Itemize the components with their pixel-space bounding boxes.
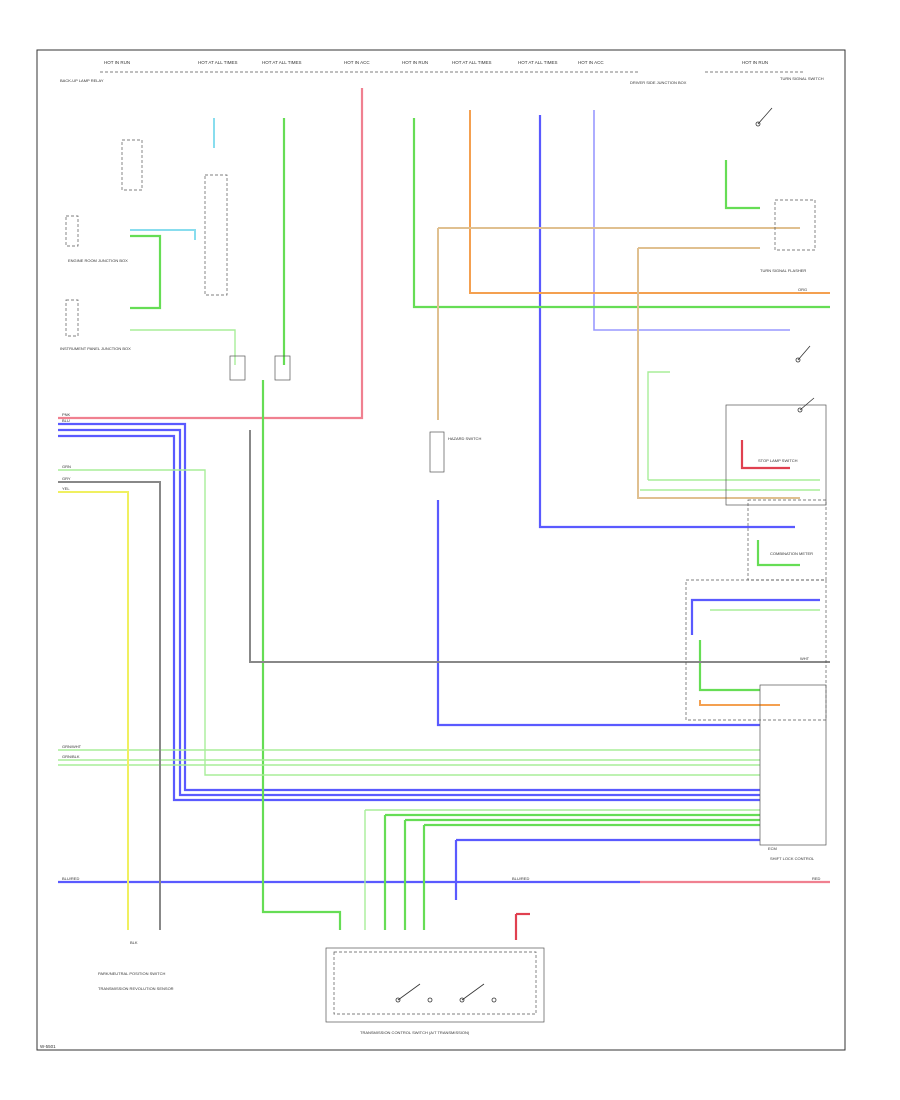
wire-label-grn-wht: GRN/WHT xyxy=(62,744,82,749)
wire-tan-2 xyxy=(637,248,800,499)
wire-label-gray: GRY xyxy=(62,476,71,481)
turn-signal-flasher-box xyxy=(774,199,816,251)
wire-green-group xyxy=(130,118,830,930)
label-driver-side-jb: DRIVER SIDE JUNCTION BOX xyxy=(630,80,687,85)
wire-label-blue-1: BLU xyxy=(62,418,70,423)
transmission-switch-inner xyxy=(333,951,537,1015)
wire-lg-5 xyxy=(130,329,236,365)
wire-lavender xyxy=(593,110,790,331)
connector-bottom-left xyxy=(229,355,246,381)
backup-lamp-relay-box xyxy=(121,139,143,191)
label-turn-signal-switch: TURN SIGNAL SWITCH xyxy=(780,76,824,81)
wire-label-blu-red: BLU/RED xyxy=(62,876,79,881)
label-transmission-ctrl: TRANSMISSION CONTROL SWITCH (A/T TRANSMI… xyxy=(360,1030,470,1035)
top-label-4: HOT IN RUN xyxy=(402,60,428,65)
wire-green-5 xyxy=(724,160,760,210)
wire-orange-2 xyxy=(699,700,780,706)
wire-label-green: GRN xyxy=(62,464,71,469)
label-transmission-unit: TRANSMISSION REVOLUTION SENSOR xyxy=(98,986,174,991)
wire-green-7 xyxy=(698,640,760,692)
wire-red-small xyxy=(740,440,790,470)
wire-label-org: ORG xyxy=(798,287,807,292)
top-labels: HOT IN RUN HOT AT ALL TIMES HOT AT ALL T… xyxy=(104,60,768,65)
wire-lightgreen-group xyxy=(58,329,820,930)
wire-blue-1 xyxy=(58,422,760,792)
wire-label-blk: BLK xyxy=(130,940,138,945)
label-shift-lock: SHIFT LOCK CONTROL xyxy=(770,856,815,861)
ecm-box-left xyxy=(65,215,79,247)
label-backup-lamp-relay: BACK-UP LAMP RELAY xyxy=(60,78,104,83)
wire-yellow-group xyxy=(58,118,830,930)
wire-blue-3 xyxy=(58,434,760,802)
top-label-7: HOT IN ACC xyxy=(578,60,604,65)
wire-green-2 xyxy=(412,118,830,309)
wire-label-red: RED xyxy=(812,876,821,881)
connector-bottom-right xyxy=(274,355,291,381)
stop-lamp-switch-box xyxy=(725,404,827,506)
label-hazard-switch: HAZARD SWITCH xyxy=(448,436,481,441)
wire-green-3 xyxy=(261,380,342,930)
wire-blue-group xyxy=(58,115,820,900)
top-label-8: HOT IN RUN xyxy=(742,60,768,65)
wire-label-wht: WHT xyxy=(800,656,810,661)
ib-box-left xyxy=(65,299,79,337)
wire-lg-1 xyxy=(58,469,760,776)
label-ecm: ECM xyxy=(768,846,777,851)
page-code: W-5501 xyxy=(40,1044,56,1049)
wire-label-pink: PNK xyxy=(62,412,71,417)
wire-color-labels: PNK BLU GRN GRY YEL GRN/WHT GRN/BLK BLU/… xyxy=(62,287,821,945)
wire-yellow xyxy=(58,491,129,930)
wire-blue-mid xyxy=(436,500,760,727)
wire-lg-6 xyxy=(647,371,670,480)
wire-label-grn-blk: GRN/BLK xyxy=(62,754,80,759)
label-instrument-panel-jb: INSTRUMENT PANEL JUNCTION BOX xyxy=(60,346,131,351)
top-label-1: HOT AT ALL TIMES xyxy=(198,60,238,65)
wire-green-4 xyxy=(130,234,162,310)
wire-red xyxy=(58,88,364,420)
component-boxes xyxy=(65,139,827,1023)
transmission-switch-box xyxy=(325,947,545,1023)
ecm-main-box xyxy=(759,684,827,846)
top-label-6: HOT AT ALL TIMES xyxy=(518,60,558,65)
label-turn-signal-flasher: TURN SIGNAL FLASHER xyxy=(760,268,806,273)
relay-box-center xyxy=(204,174,228,296)
top-label-2: HOT AT ALL TIMES xyxy=(262,60,302,65)
component-labels: BACK-UP LAMP RELAY ENGINE ROOM JUNCTION … xyxy=(60,76,824,1035)
switch-symbols xyxy=(395,107,815,1003)
top-label-5: HOT AT ALL TIMES xyxy=(452,60,492,65)
wire-blue-2 xyxy=(58,428,760,797)
label-stop-lamp-switch: STOP LAMP SWITCH xyxy=(758,458,798,463)
wire-lavender-group xyxy=(593,110,790,331)
label-engine-room-jb: ENGINE ROOM JUNCTION BOX xyxy=(68,258,128,263)
wire-orange-1 xyxy=(469,110,830,294)
wire-red-top xyxy=(58,88,830,940)
wire-label-blu-red-right: BLU/RED xyxy=(512,876,529,881)
wire-blue-right xyxy=(690,598,820,635)
wire-green-6 xyxy=(756,540,800,567)
label-pnp-switch: PARK/NEUTRAL POSITION SWITCH xyxy=(98,971,165,976)
top-label-3: HOT IN ACC xyxy=(344,60,370,65)
diagram-frame xyxy=(36,49,846,1051)
combination-meter-box xyxy=(747,499,827,581)
wire-gray-2 xyxy=(249,430,830,663)
wire-blue-main xyxy=(538,115,795,529)
wire-label-yellow: YEL xyxy=(62,486,70,491)
top-label-0: HOT IN RUN xyxy=(104,60,130,65)
wire-orange-group xyxy=(437,110,830,706)
shift-lock-box xyxy=(685,579,827,721)
hazard-switch-box xyxy=(429,431,445,473)
label-combination-meter: COMBINATION METER xyxy=(770,551,813,556)
wire-gray-1 xyxy=(58,481,161,930)
wire-cyan xyxy=(130,229,196,240)
